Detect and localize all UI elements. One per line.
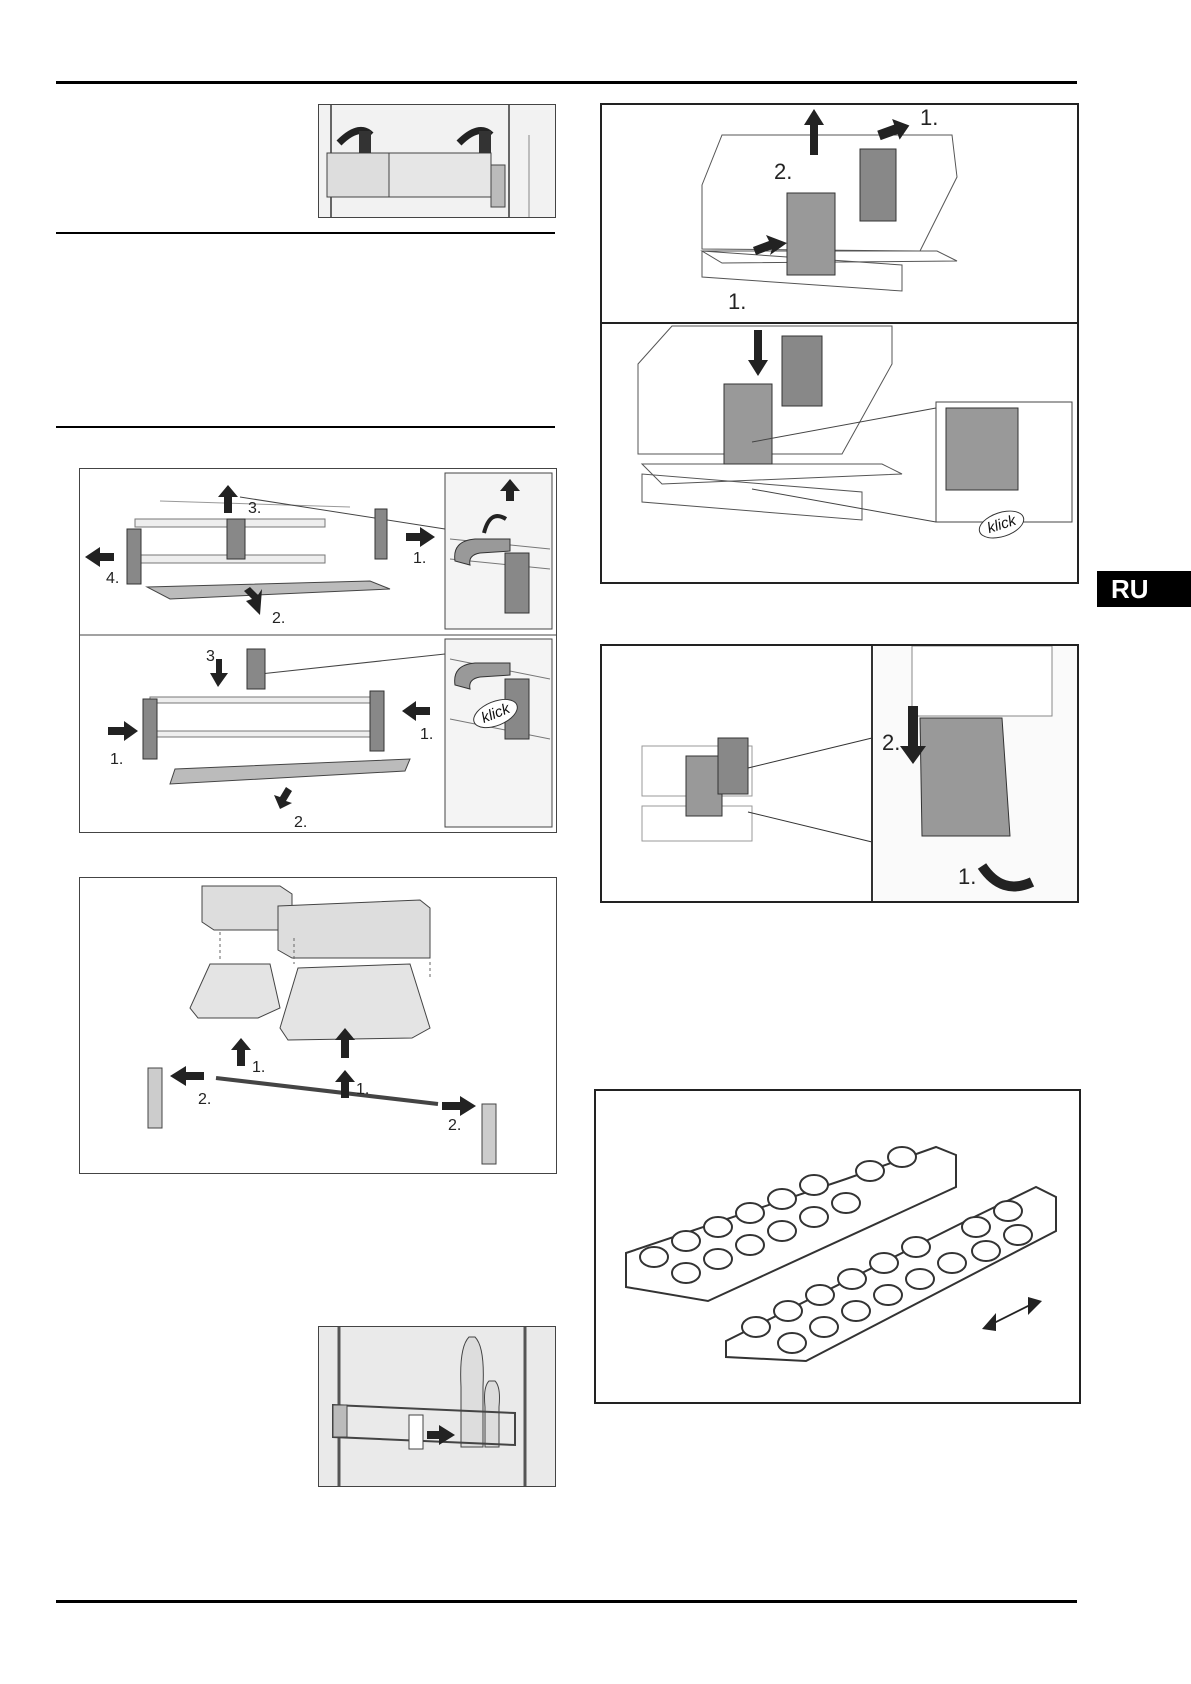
figure-bottle-rack-mounting: 3. 1. 4. 2. 3. 1. 1. 2. klick bbox=[79, 468, 557, 833]
bottom-rule bbox=[56, 1600, 1077, 1603]
figure-drawer-flap: 2. 1. bbox=[600, 644, 1079, 903]
figure-drawer-divider-remove: 1. 2. 1. bbox=[600, 103, 1079, 326]
section-rule-2 bbox=[56, 426, 555, 428]
figure-egg-trays bbox=[594, 1089, 1081, 1404]
figure-door-racks: 1. 1. 2. 2. bbox=[79, 877, 557, 1174]
figure-drawer-divider-insert: klick bbox=[600, 322, 1079, 584]
door-racks-illustration bbox=[147, 885, 497, 1165]
egg-trays-illustration bbox=[625, 1145, 1057, 1363]
figure-bottle-shelf-slider bbox=[318, 1326, 556, 1487]
section-rule-1 bbox=[56, 232, 555, 234]
drawer-flap-illustration bbox=[641, 646, 1077, 901]
butter-compartment-illustration bbox=[319, 105, 555, 217]
step-label: 3. bbox=[248, 500, 262, 517]
step-label: 1. bbox=[356, 1081, 370, 1098]
step-label: 2. bbox=[774, 159, 793, 184]
step-label: 3. bbox=[206, 648, 220, 665]
drawer-divider-illustration bbox=[700, 109, 958, 292]
step-label: 1. bbox=[728, 289, 747, 314]
step-label: 1. bbox=[920, 105, 939, 130]
bottle-rack-illustration bbox=[80, 472, 556, 828]
top-rule bbox=[56, 81, 1077, 84]
step-label: 2. bbox=[294, 814, 308, 831]
step-label: 1. bbox=[958, 864, 977, 889]
figure-butter-compartment bbox=[318, 104, 556, 218]
step-label: 4. bbox=[106, 570, 120, 587]
step-label: 1. bbox=[413, 550, 427, 567]
step-label: 2. bbox=[272, 610, 286, 627]
step-label: 1. bbox=[110, 751, 124, 768]
drawer-insert-illustration bbox=[637, 325, 1073, 523]
step-label: 2. bbox=[198, 1091, 212, 1108]
bottle-shelf-illustration bbox=[319, 1327, 555, 1486]
step-label: 1. bbox=[252, 1059, 266, 1076]
step-label: 2. bbox=[882, 730, 901, 755]
step-label: 1. bbox=[420, 726, 434, 743]
step-label: 2. bbox=[448, 1117, 462, 1134]
language-tab: RU bbox=[1097, 571, 1191, 607]
